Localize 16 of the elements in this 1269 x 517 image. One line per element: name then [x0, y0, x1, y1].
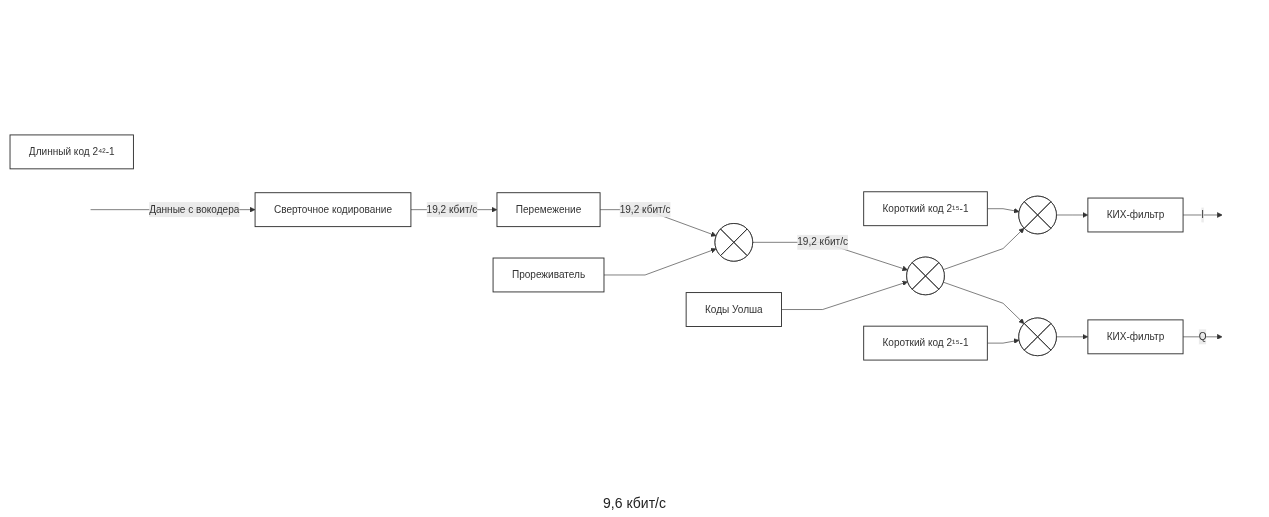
edge-label: 19,2 кбит/с: [426, 204, 477, 215]
edge-label: 19,2 кбит/с: [619, 204, 670, 215]
node-box: Короткий код 2¹⁵-1: [862, 191, 988, 227]
edge-label: Данные с вокодера: [148, 204, 239, 215]
edge-label: 19,2 кбит/с: [796, 236, 848, 248]
edge-label: Q: [1198, 331, 1207, 342]
node-box: Короткий код 2¹⁵-1: [862, 325, 988, 361]
node-box: Сверточное кодирование: [254, 192, 411, 228]
rate-label: 9,6 кбит/с: [603, 495, 666, 511]
node-box: КИХ-фильтр: [1086, 197, 1184, 233]
node-box: Коды Уолша: [685, 292, 782, 327]
node-box: Перемежение: [496, 192, 601, 228]
edge-label: I: [1200, 209, 1204, 221]
node-box: Прореживатель: [492, 257, 604, 293]
node-box: КИХ-фильтр: [1086, 319, 1184, 355]
node-box: Длинный код 2⁴²-1: [9, 134, 134, 170]
